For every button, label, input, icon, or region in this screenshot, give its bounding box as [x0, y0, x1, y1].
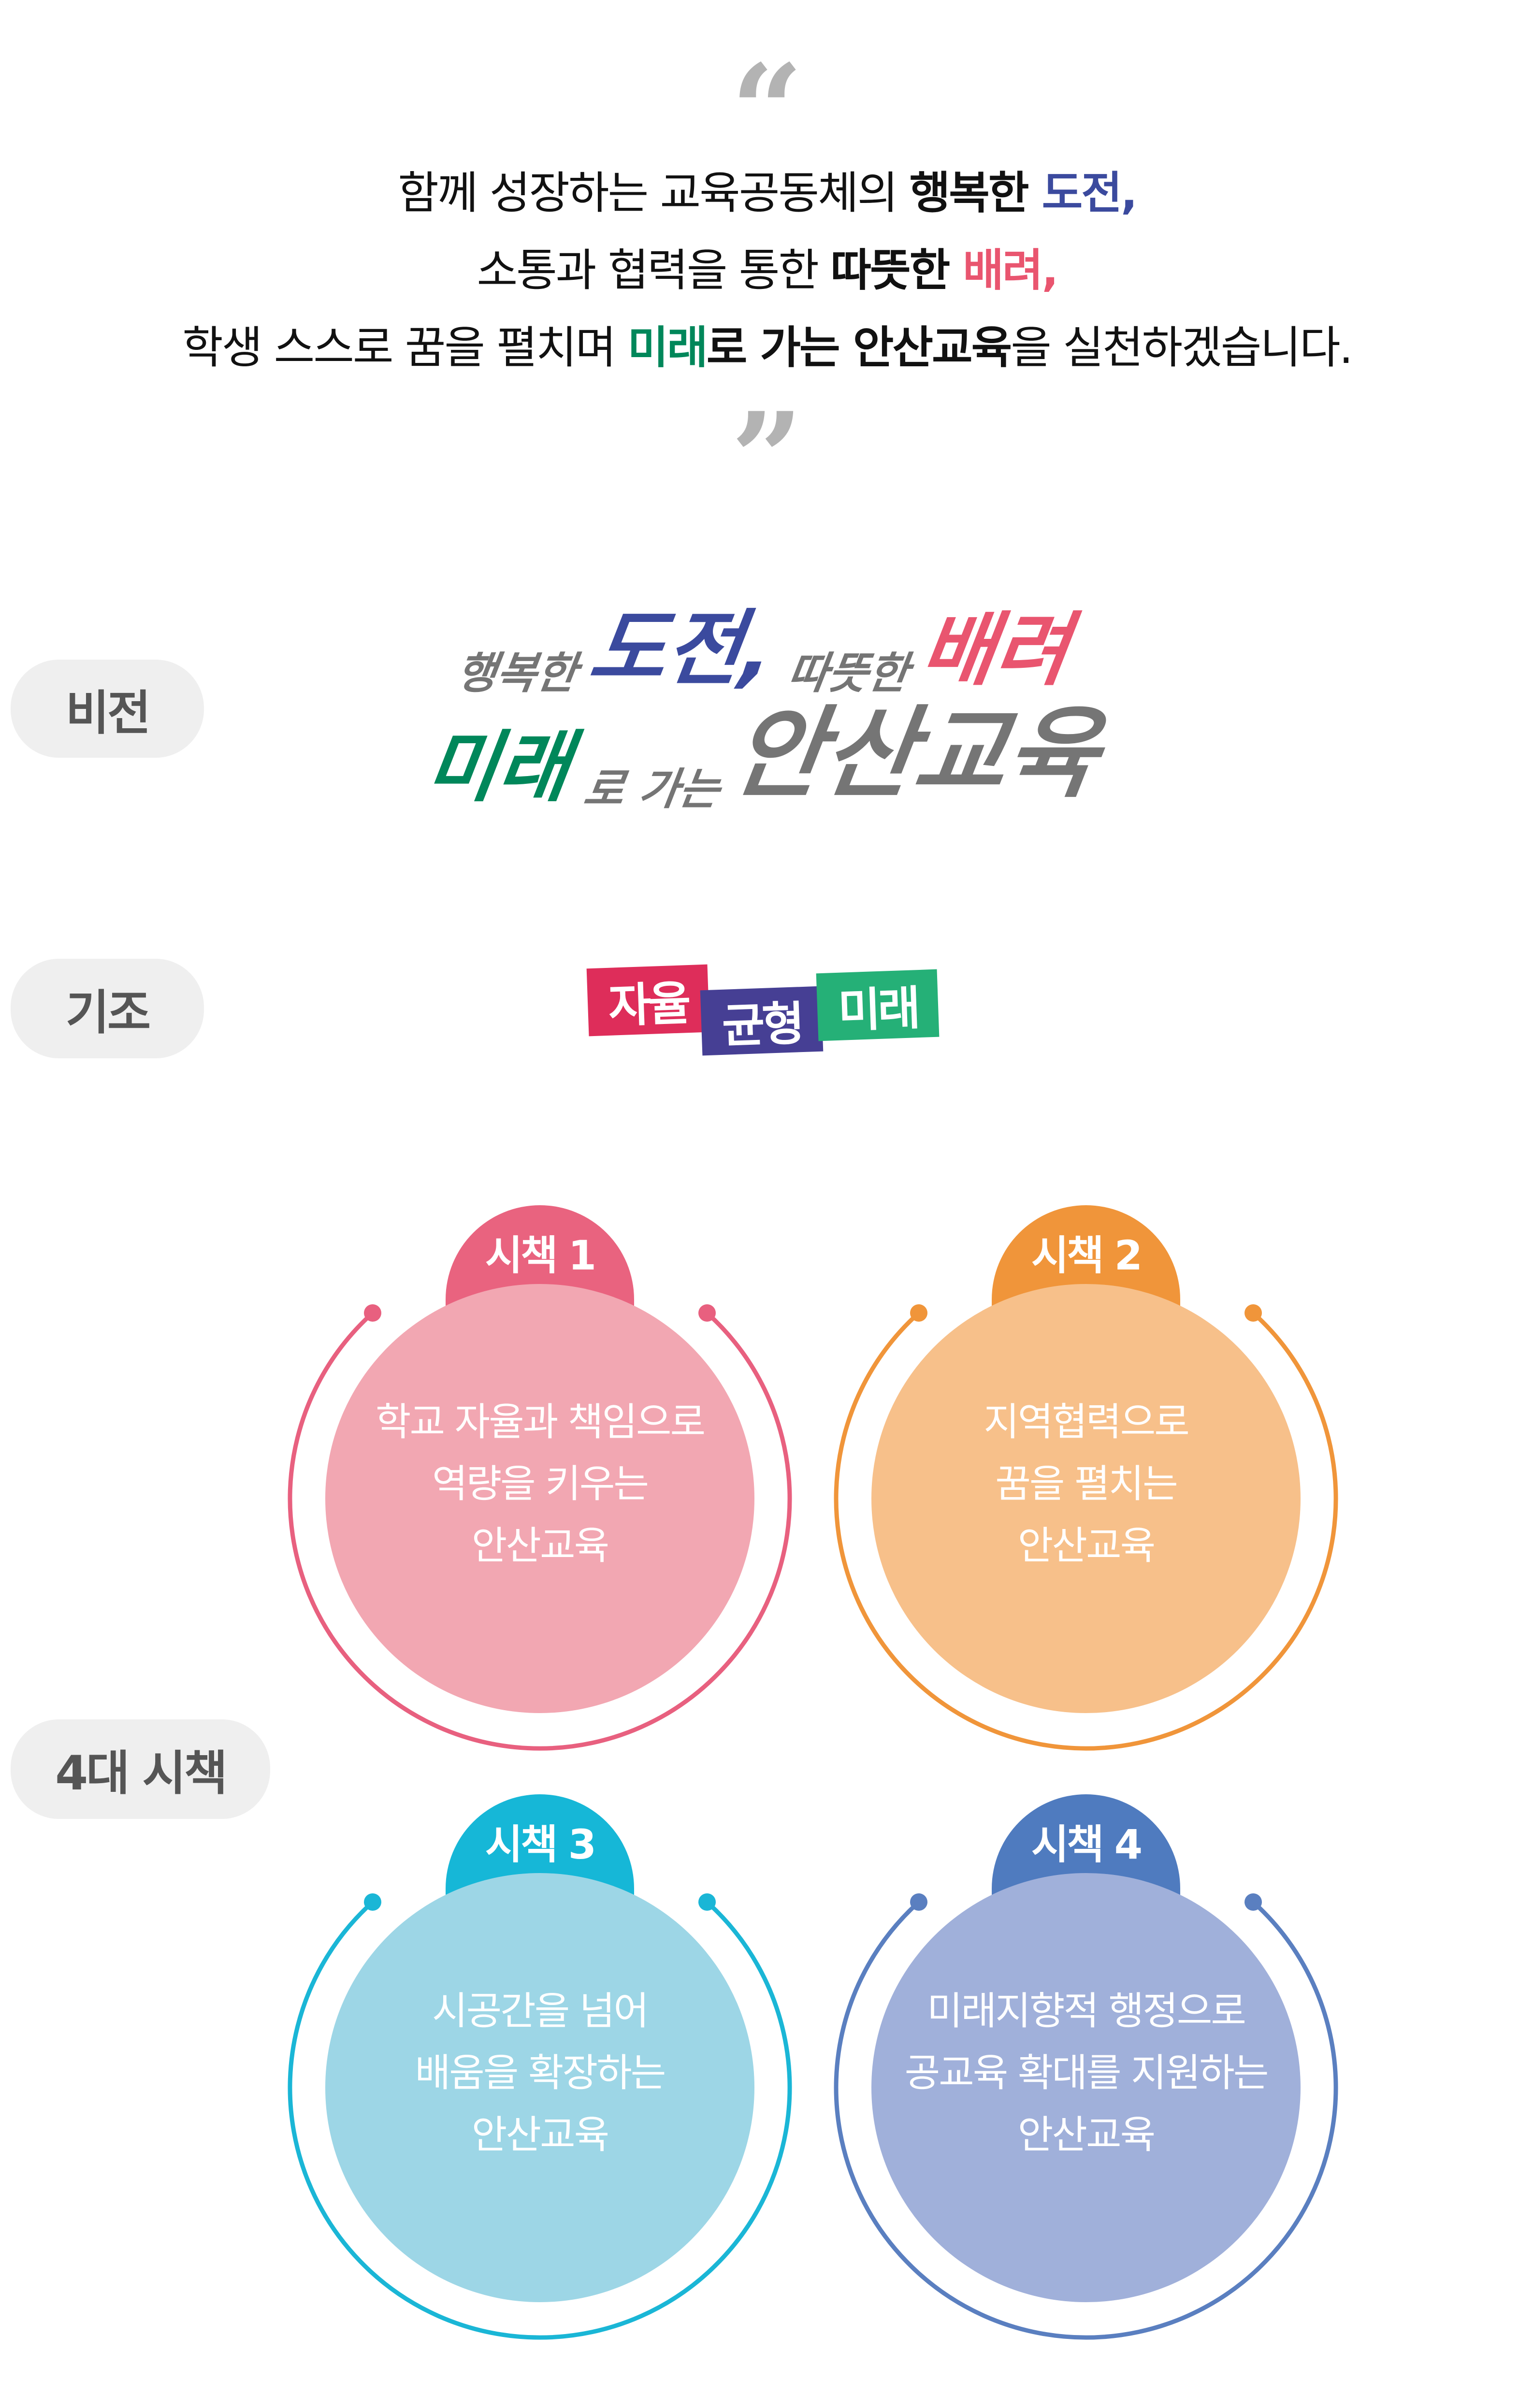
policy-tab-label: 시책 3 — [485, 1821, 596, 1868]
mission-text: 소통과 협력을 통한 — [477, 245, 831, 296]
vision-logo: 행복한 도전, 따뜻한 배려 미래 로 가는 안산교육 — [406, 599, 1121, 817]
ring-dot — [1245, 1304, 1262, 1322]
ring-dot — [1245, 1893, 1262, 1911]
ring-arc — [834, 1311, 1338, 1751]
logo-word: 미래 — [420, 722, 576, 812]
mission-line-2: 소통과 협력을 통한 따뜻한 배려, — [0, 232, 1534, 309]
logo-word: 로 가는 — [580, 764, 724, 815]
policy-text-line: 안산교육 — [1017, 2112, 1156, 2157]
policy-text-line: 배움을 확장하는 — [415, 2050, 666, 2095]
policy-text-line: 꿈을 펼치는 — [995, 1461, 1178, 1506]
ring-dot — [698, 1304, 716, 1322]
ring-dot — [698, 1893, 716, 1911]
mission-line-1: 함께 성장하는 교육공동체의 행복한 도전, — [0, 155, 1534, 232]
ring-arc — [288, 1900, 792, 2340]
policy-tab-label: 시책 2 — [1031, 1232, 1143, 1279]
mission-accent: 미래 — [627, 322, 708, 374]
section-label-basis: 기조 — [11, 959, 204, 1058]
policy-tab-label: 시책 1 — [485, 1232, 596, 1279]
ring-dot — [910, 1304, 927, 1322]
mission-text: 을 실천하겠습니다. — [1011, 322, 1353, 374]
policy-text-line: 학교 자율과 책임으로 — [375, 1399, 706, 1444]
policy-ring — [288, 1304, 792, 1751]
policy-text-line: 지역협력으로 — [984, 1399, 1190, 1444]
open-quote-icon: “ — [731, 37, 803, 185]
ring-dot — [910, 1893, 927, 1911]
policy-text-line: 안산교육 — [471, 2112, 609, 2157]
close-quote-icon: ” — [731, 385, 803, 533]
basis-badge: 자율 균형 미래 — [586, 964, 941, 1056]
logo-word: 행복한 — [453, 648, 580, 699]
policy-text-line: 안산교육 — [471, 1523, 609, 1568]
mission-text: 함께 성장하는 교육공동체의 — [398, 167, 910, 219]
badge-autonomy: 자율 — [586, 964, 710, 1037]
section-label-policies: 4대 시책 — [11, 1719, 270, 1819]
policy-ring — [288, 1893, 792, 2340]
policy-text-line: 시공간을 넘어 — [432, 1989, 649, 2033]
mission-bold: 로 가는 안산교육 — [706, 322, 1013, 374]
section-label-vision: 비전 — [11, 660, 204, 758]
policy-ring — [834, 1893, 1338, 2340]
ring-dot — [364, 1893, 381, 1911]
badge-balance: 균형 — [700, 986, 824, 1056]
policy-text-line: 미래지향적 행정으로 — [927, 1989, 1246, 2033]
policy-text-line: 안산교육 — [1017, 1523, 1156, 1568]
policy-text-line: 공교육 확대를 지원하는 — [904, 2050, 1269, 2095]
ring-arc — [834, 1900, 1338, 2340]
mission-line-3: 학생 스스로 꿈을 펼치며 미래로 가는 안산교육을 실천하겠습니다. — [0, 309, 1534, 387]
mission-text: 학생 스스로 꿈을 펼치며 — [182, 322, 628, 374]
mission-bold: 행복한 — [909, 167, 1042, 219]
policy-text-line: 역량을 키우는 — [432, 1461, 649, 1506]
mission-bold: 따뜻한 — [830, 245, 963, 296]
mission-accent: 도전, — [1042, 167, 1138, 219]
policy-tab-label: 시책 4 — [1031, 1821, 1143, 1868]
policy-ring — [834, 1304, 1338, 1751]
badge-future: 미래 — [816, 969, 940, 1041]
mission-accent: 배려, — [963, 245, 1058, 296]
ring-dot — [364, 1304, 381, 1322]
ring-arc — [288, 1311, 792, 1751]
logo-word: 안산교육 — [725, 696, 1106, 811]
mission-statement: 함께 성장하는 교육공동체의 행복한 도전, 소통과 협력을 통한 따뜻한 배려… — [0, 155, 1534, 387]
